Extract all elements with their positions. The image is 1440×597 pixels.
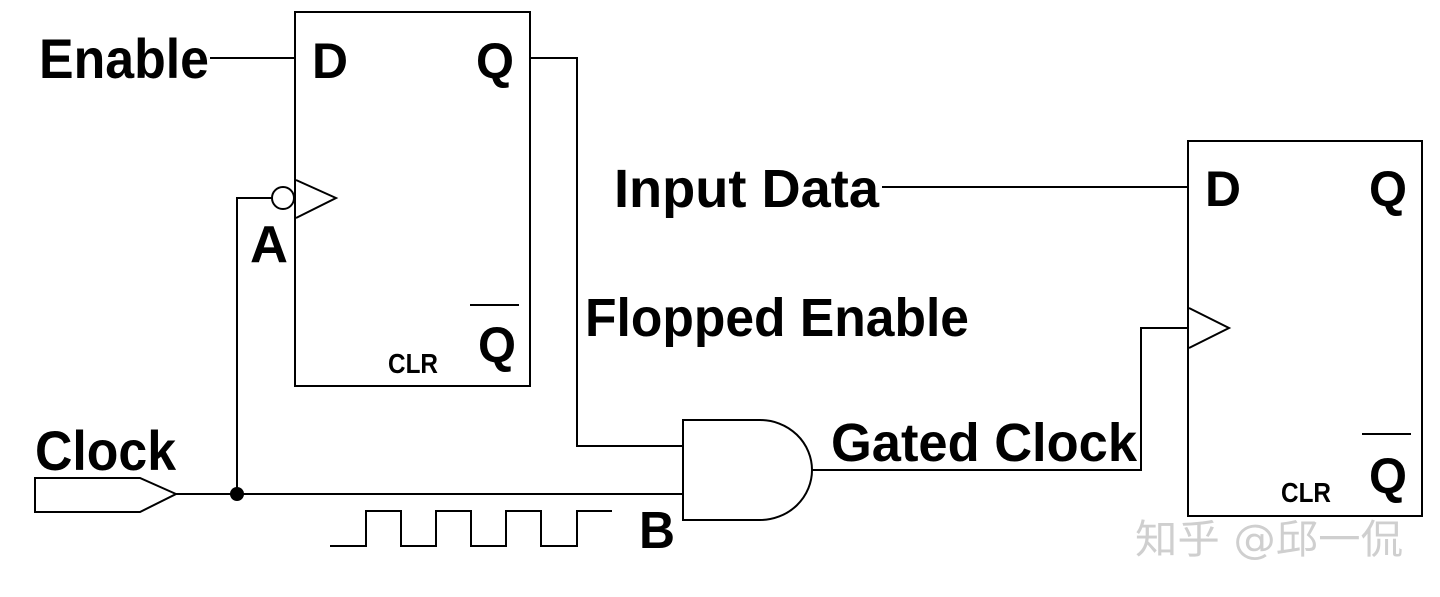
node-b-label: B xyxy=(639,502,675,560)
ff1-d-label: D xyxy=(312,33,348,89)
flopped-enable-label: Flopped Enable xyxy=(585,288,969,348)
clock-label: Clock xyxy=(35,419,177,482)
ff2-q-label: Q xyxy=(1369,161,1407,217)
ff1-clock-triangle xyxy=(295,179,339,219)
watermark: 知乎 @邱一侃 xyxy=(1135,517,1403,563)
gated-clock-label: Gated Clock xyxy=(831,413,1138,473)
and-gate xyxy=(682,419,813,521)
ff1-clr-label: CLR xyxy=(388,348,438,379)
node-a-label: A xyxy=(250,216,288,274)
ff2-clr-label: CLR xyxy=(1281,477,1331,508)
flipflop-2: D Q Q CLR xyxy=(1187,140,1423,517)
ff1-q-label: Q xyxy=(476,33,514,89)
ff1-qbar-label: Q xyxy=(478,317,516,373)
junction-dot xyxy=(230,487,244,501)
ff2-clock-triangle xyxy=(1188,307,1232,349)
ff2-qbar-label: Q xyxy=(1369,448,1407,504)
flopped-enable-wire xyxy=(530,57,683,447)
clock-branch-wire xyxy=(236,197,272,494)
input-data-label: Input Data xyxy=(614,159,880,219)
clock-input-port xyxy=(34,477,179,513)
ff1-inversion-bubble xyxy=(271,186,295,210)
ff2-d-label: D xyxy=(1205,161,1241,217)
clock-waveform xyxy=(330,510,612,547)
flipflop-1: D Q Q CLR xyxy=(271,11,531,387)
enable-label: Enable xyxy=(39,27,209,90)
gated-clock-wire xyxy=(812,327,1189,471)
